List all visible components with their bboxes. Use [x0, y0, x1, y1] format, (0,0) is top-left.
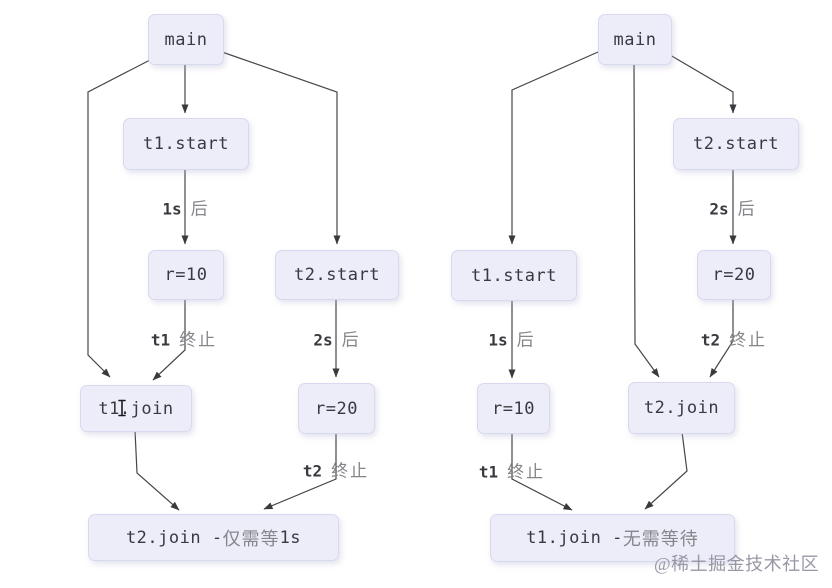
label-code: 2s: [709, 199, 729, 219]
edge-left-r20-to-result: [263, 432, 337, 510]
label-code: 2s: [313, 330, 333, 350]
node-t1-start-right: t1.start: [451, 250, 577, 301]
edge-right-t2join-to-result: [644, 431, 688, 510]
label-chinese: 终止: [507, 462, 546, 482]
node-label: t2.start: [294, 265, 380, 285]
label-chinese: 终止: [179, 330, 218, 350]
edge-right-r20-to-t2join: [709, 298, 734, 378]
node-t1-join-left: t1.join: [80, 385, 192, 432]
edge-right-main-to-t1start: [508, 51, 599, 245]
node-label: r=20: [315, 398, 358, 419]
node-label: r=10: [492, 398, 535, 419]
label-t1-terminate-left: t1 终止: [151, 326, 217, 351]
label-chinese: 后: [737, 199, 757, 219]
node-result-left: t2.join - 仅需等 1s: [88, 514, 339, 561]
label-after-1s-left: 1s 后: [162, 195, 209, 220]
label-code: t1: [150, 330, 171, 350]
edge-right-main-to-t2join: [633, 62, 660, 378]
result-code: t1.join -: [526, 528, 623, 548]
label-after-2s-right: 2s 后: [709, 195, 756, 220]
node-main-left: main: [148, 14, 224, 65]
node-label: t1.join: [98, 398, 174, 419]
node-t2-start-left: t2.start: [275, 250, 399, 300]
node-t1-start-left: t1.start: [123, 118, 249, 170]
label-t2-terminate-left: t2 终止: [303, 457, 369, 482]
node-label: r=20: [712, 265, 756, 285]
node-label: t2.join: [643, 398, 720, 418]
node-label: t1.start: [143, 134, 229, 154]
label-chinese: 后: [341, 330, 361, 350]
edge-left-main-to-t1join: [87, 59, 151, 378]
node-t2-join-right: t2.join: [628, 382, 735, 434]
edge-left-r10-to-t1join: [152, 300, 186, 381]
label-chinese: 终止: [331, 461, 370, 481]
result-chinese: 无需等待: [622, 529, 699, 549]
label-code: t2: [302, 461, 323, 481]
node-label: main: [613, 29, 657, 50]
node-label: r=10: [164, 265, 208, 285]
edge-right-r10-to-result: [511, 432, 573, 511]
label-t2-terminate-right: t2 终止: [701, 326, 767, 351]
node-result-right: t1.join - 无需等待: [490, 514, 735, 562]
result-code: t2.join -: [125, 527, 223, 548]
label-code: t1: [478, 462, 499, 482]
node-label: main: [164, 29, 208, 50]
edge-left-main-to-t2start: [221, 51, 341, 245]
label-after-2s-left: 2s 后: [313, 326, 360, 351]
watermark-text: @稀土掘金技术社区: [654, 554, 820, 574]
node-r10-left: r=10: [148, 250, 224, 300]
node-t2-start-right: t2.start: [673, 118, 799, 170]
label-code: 1s: [488, 330, 508, 350]
edge-right-main-to-t2start: [669, 54, 737, 114]
i-beam-cursor-icon: [118, 399, 126, 417]
node-r20-right: r=20: [697, 250, 771, 300]
node-label: t2.start: [693, 134, 779, 154]
node-r10-right: r=10: [477, 383, 550, 434]
label-code: t2: [700, 330, 721, 350]
label-chinese: 后: [516, 330, 536, 350]
label-chinese: 后: [190, 199, 210, 219]
result-chinese: 仅需等: [222, 528, 280, 549]
label-after-1s-right: 1s 后: [488, 326, 535, 351]
label-code: 1s: [162, 199, 182, 219]
label-chinese: 终止: [729, 330, 768, 350]
edge-left-t1join-to-result: [134, 429, 180, 511]
result-code2: 1s: [279, 527, 302, 548]
label-t1-terminate-right: t1 终止: [479, 458, 545, 483]
node-r20-left: r=20: [298, 383, 375, 434]
node-main-right: main: [598, 14, 672, 65]
node-label: t1.start: [471, 265, 557, 286]
